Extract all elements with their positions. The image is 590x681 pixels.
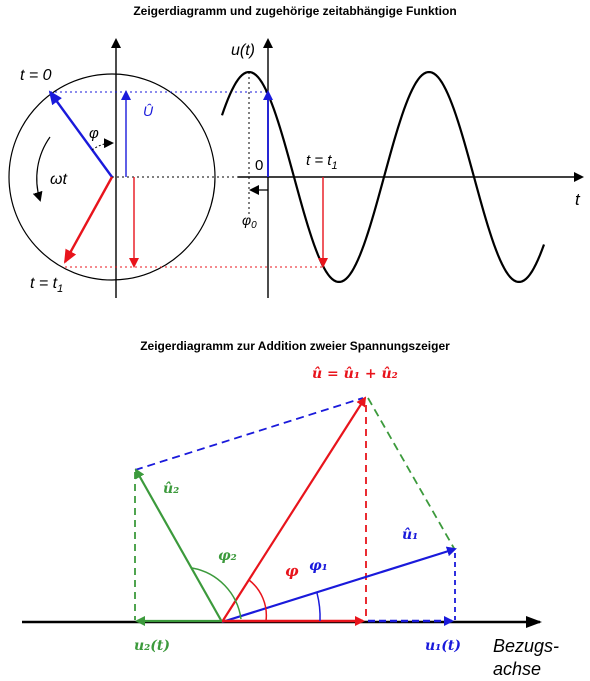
phi1-arc <box>316 592 321 622</box>
phasor-t0-arrow <box>48 90 113 178</box>
label-phi2: φ₂ <box>218 548 237 564</box>
top-diagram-title: Zeigerdiagramm und zugehörige zeitabhäng… <box>133 4 457 18</box>
phasor-circle <box>8 73 216 281</box>
label-zero: 0 <box>255 157 263 174</box>
u1-hat-phasor <box>221 546 457 624</box>
label-t1: t = t1 <box>30 275 63 295</box>
label-t-eq-t1: t = t1 <box>306 152 338 172</box>
phi-arc <box>91 138 114 151</box>
label-u2-t: u₂(t) <box>134 638 170 654</box>
label-phi0: φ0 <box>242 212 257 231</box>
label-t-axis: t <box>575 190 581 209</box>
phasor-addition-diagram <box>22 396 542 628</box>
bottom-diagram-title: Zeigerdiagramm zur Addition zweier Spann… <box>140 339 450 353</box>
phasor-circle-diagram <box>8 38 323 298</box>
label-reference-axis-1: Bezugs- <box>493 636 559 656</box>
sum-equation: û = û₁ + û₂ <box>312 366 398 382</box>
label-reference-axis-2: achse <box>493 659 541 679</box>
label-phi: φ <box>89 125 99 142</box>
u2-hat-phasor <box>135 468 223 623</box>
label-phi-bottom: φ <box>285 562 299 580</box>
label-u1-t: u₁(t) <box>425 638 461 654</box>
sine-curve <box>220 71 546 283</box>
phi2-arc <box>191 567 242 620</box>
label-phi1: φ₁ <box>309 558 328 574</box>
phasor-t1-arrow <box>63 176 114 264</box>
phi-arc-red <box>248 579 268 622</box>
label-u2-hat: û₂ <box>163 481 179 497</box>
label-t0: t = 0 <box>20 67 52 84</box>
green-dashed-right <box>367 397 456 551</box>
time-plot <box>220 38 584 298</box>
label-omega-t: ωt <box>50 171 67 188</box>
label-u-hat: Û <box>143 103 154 119</box>
label-u1-hat: û₁ <box>402 527 418 543</box>
blue-dashed-top <box>134 397 364 471</box>
u-hat-sum-phasor <box>221 396 367 623</box>
omega-t-arc <box>32 136 51 202</box>
label-u-t: u(t) <box>231 42 255 59</box>
